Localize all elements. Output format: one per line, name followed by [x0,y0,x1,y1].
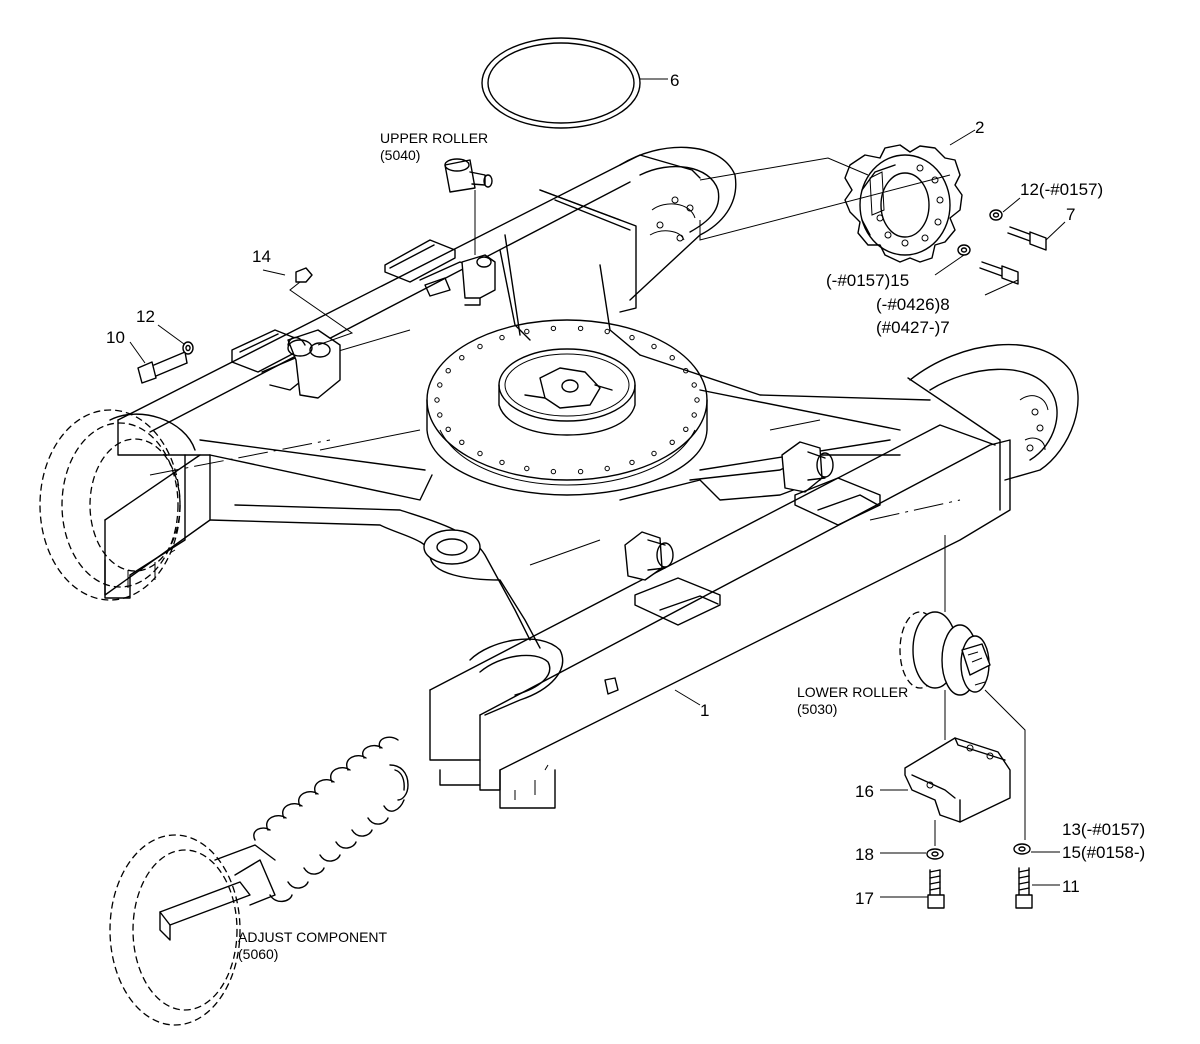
sprocket-fasteners [957,209,1047,285]
hub-bolt-hole [629,334,635,341]
hub-bolt-hole [550,325,557,332]
part-label-1: 1 [700,701,709,720]
o-ring [481,37,641,129]
lower-roller-code: (5030) [797,701,837,717]
part-label-10: 10 [106,328,125,347]
hub-bolt-hole [694,397,700,403]
part-label-12: 12 [136,307,155,326]
part-label-6: 6 [670,71,679,90]
hub-bolt-hole [524,328,530,335]
adjust-component [109,736,409,1026]
part-label-15-roller: 15(#0158-) [1062,843,1145,862]
hub-bolt-hole [683,426,689,432]
adjust-component-code: (5060) [238,946,278,962]
hub-bolt-hole [434,397,440,403]
upper-roller-label: UPPER ROLLER [380,130,488,146]
part-label-14: 14 [252,247,271,266]
lower-roller [899,611,991,696]
hub-bolt-hole [577,468,584,475]
leader-lines [129,78,1066,898]
rail-roller-rear [624,531,721,626]
hub-bolt-hole [445,368,451,374]
upper-roller-left [231,329,341,399]
part-label-15-sprocket: (-#0157)15 [826,271,909,290]
hub-bolt-hole [477,450,483,457]
hub-bolt-hole [445,426,451,432]
hub-bolt-hole [604,328,610,335]
hub-bolt-holes [434,325,700,475]
hub-bolt-hole [629,459,635,466]
hub-bolt-hole [437,382,443,388]
hub-bolt-hole [499,334,505,341]
hub-bolt-hole [691,412,697,418]
hub-bolt-hole [499,459,505,466]
swing-hub [426,319,708,496]
hub-bolt-hole [683,368,689,374]
part-label-7: 7 [1066,205,1075,224]
hub-bolt-hole [437,412,443,418]
lower-roller-label: LOWER ROLLER [797,684,908,700]
idler-wheel-dashed [39,409,196,601]
washer-18 [926,848,944,860]
hub-bolt-hole [577,325,584,332]
hub-bolt-hole [651,343,657,350]
bolt-17 [927,869,945,909]
part-label-7-range: (#0427-)7 [876,318,950,337]
part-label-18: 18 [855,845,874,864]
bolt-11 [1015,867,1033,909]
upper-roller-code: (5040) [380,147,420,163]
hub-bolt-hole [669,439,675,445]
adjust-component-label: ADJUST COMPONENT [238,929,388,945]
hub-bolt-hole [524,465,530,472]
rail-roller-front [781,441,881,526]
hub-bolt-hole [459,439,465,445]
hub-bolt-hole [691,382,697,388]
hub-bolt-hole [459,355,465,361]
hub-bolt-hole [477,343,483,350]
washer-13-15 [1013,843,1031,855]
part-label-16: 16 [855,782,874,801]
part-label-12-sprocket: 12(-#0157) [1020,180,1103,199]
hub-bolt-hole [669,355,675,361]
washer-12-left [182,341,194,355]
upper-roller-bracket [384,239,496,306]
part-label-17: 17 [855,889,874,908]
hub-bolt-hole [651,450,657,457]
part-label-8: (-#0426)8 [876,295,950,314]
bolt-10 [137,351,188,384]
x-frame [104,146,1079,809]
sprocket [844,144,963,263]
upper-roller-top [444,158,493,193]
part-labels: 6 2 12(-#0157) 7 (-#0157)15 (-#0426)8 (#… [106,71,1145,962]
part-label-11: 11 [1062,877,1080,896]
part-label-13: 13(-#0157) [1062,820,1145,839]
nut-14 [295,267,313,283]
hub-bolt-hole [550,468,557,475]
lower-roller-guard [904,737,1011,823]
hub-bolt-hole [604,465,610,472]
part-label-2: 2 [975,118,984,137]
